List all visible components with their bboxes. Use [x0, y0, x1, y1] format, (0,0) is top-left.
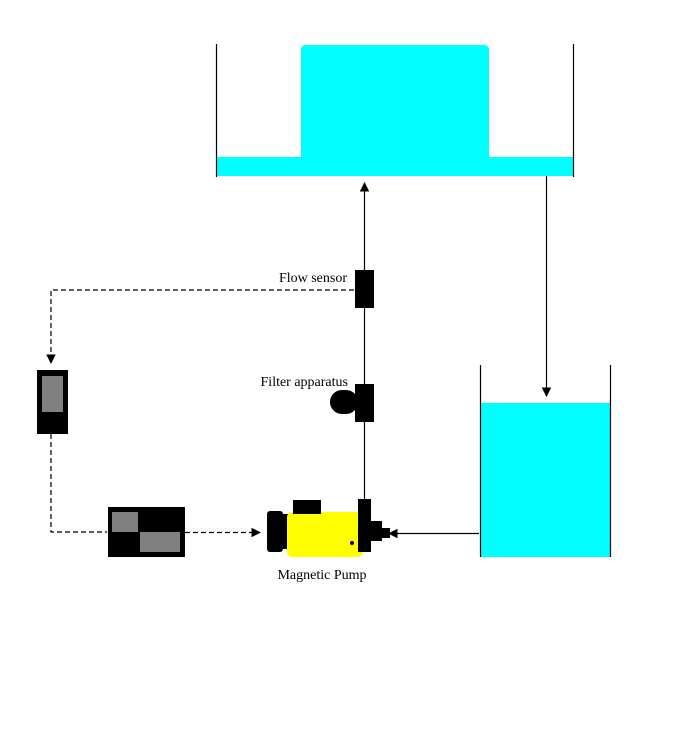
magnetic-pump-label: Magnetic Pump [277, 568, 366, 583]
display-signal-line [50, 434, 107, 533]
filter-apparatus-label: Filter apparatus [261, 375, 348, 390]
upper-tank [215, 44, 575, 177]
lower-tank-water [480, 403, 611, 557]
upper-tank-water [216, 45, 573, 176]
sensor-signal-line [46, 289, 354, 364]
lower-tank [479, 365, 612, 557]
display-unit-icon [37, 370, 68, 434]
controller-unit-icon [108, 507, 185, 557]
filter-apparatus-icon [330, 384, 374, 422]
flow-sensor-label: Flow sensor [279, 271, 347, 286]
magnetic-pump-icon [267, 499, 390, 557]
flow-sensor-icon [355, 270, 374, 308]
